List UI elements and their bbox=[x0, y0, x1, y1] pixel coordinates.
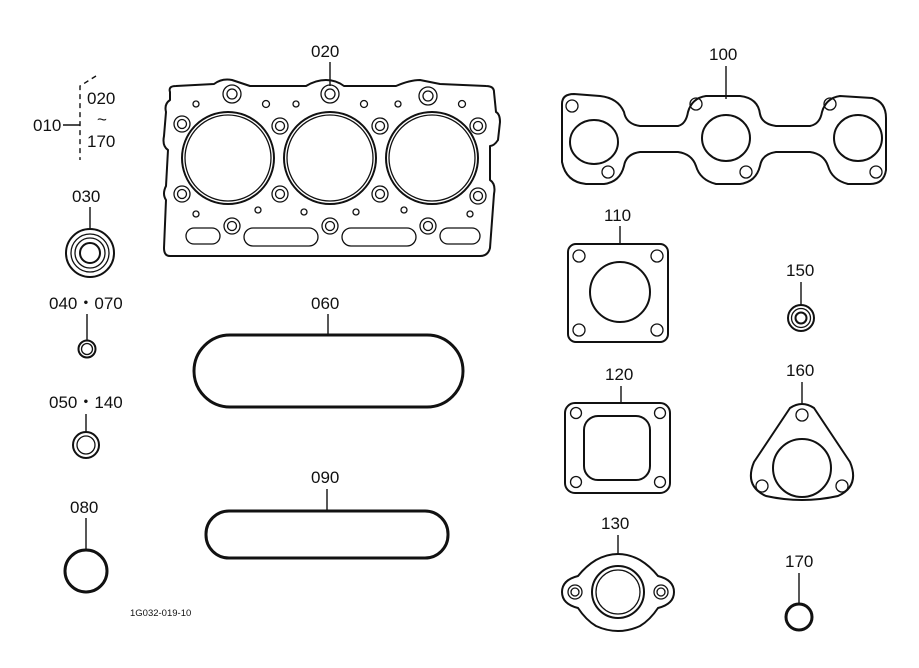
small-o-ring: 040・070 bbox=[49, 294, 123, 359]
label-170: 170 bbox=[785, 552, 813, 571]
kit-set-callout: 010 020 ~ 170 bbox=[33, 75, 115, 160]
rocker-cover-gasket: 060 bbox=[192, 294, 465, 409]
large-o-ring: 080 bbox=[63, 498, 109, 594]
label-020: 020 bbox=[311, 42, 339, 61]
label-030: 030 bbox=[72, 187, 100, 206]
label-060: 060 bbox=[311, 294, 339, 313]
label-130: 130 bbox=[601, 514, 629, 533]
label-range-start: 020 bbox=[87, 89, 115, 108]
o-ring-170: 170 bbox=[784, 552, 814, 632]
label-100: 100 bbox=[709, 45, 737, 64]
label-040-070: 040・070 bbox=[49, 294, 123, 313]
label-080: 080 bbox=[70, 498, 98, 517]
label-150: 150 bbox=[786, 261, 814, 280]
label-090: 090 bbox=[311, 468, 339, 487]
exhaust-manifold-gasket: 100 bbox=[561, 45, 887, 185]
o-ring: 050・140 bbox=[49, 393, 123, 459]
triangular-flange-gasket: 160 bbox=[750, 361, 854, 501]
cover-gasket: 090 bbox=[204, 468, 450, 560]
label-010: 010 bbox=[33, 116, 61, 135]
label-160: 160 bbox=[786, 361, 814, 380]
drawing-code: 1G032-019-10 bbox=[130, 608, 191, 619]
label-120: 120 bbox=[605, 365, 633, 384]
label-050-140: 050・140 bbox=[49, 393, 123, 412]
square-gasket: 120 bbox=[564, 365, 671, 494]
oil-seal: 030 bbox=[65, 187, 115, 278]
label-110: 110 bbox=[604, 206, 631, 225]
label-range-end: 170 bbox=[87, 132, 115, 151]
square-flange-gasket: 110 bbox=[567, 206, 669, 343]
label-range-tilde: ~ bbox=[97, 110, 107, 129]
cylinder-head-gasket: 020 bbox=[162, 42, 501, 257]
oval-flange-gasket: 130 bbox=[561, 514, 675, 632]
small-seal: 150 bbox=[786, 261, 815, 332]
